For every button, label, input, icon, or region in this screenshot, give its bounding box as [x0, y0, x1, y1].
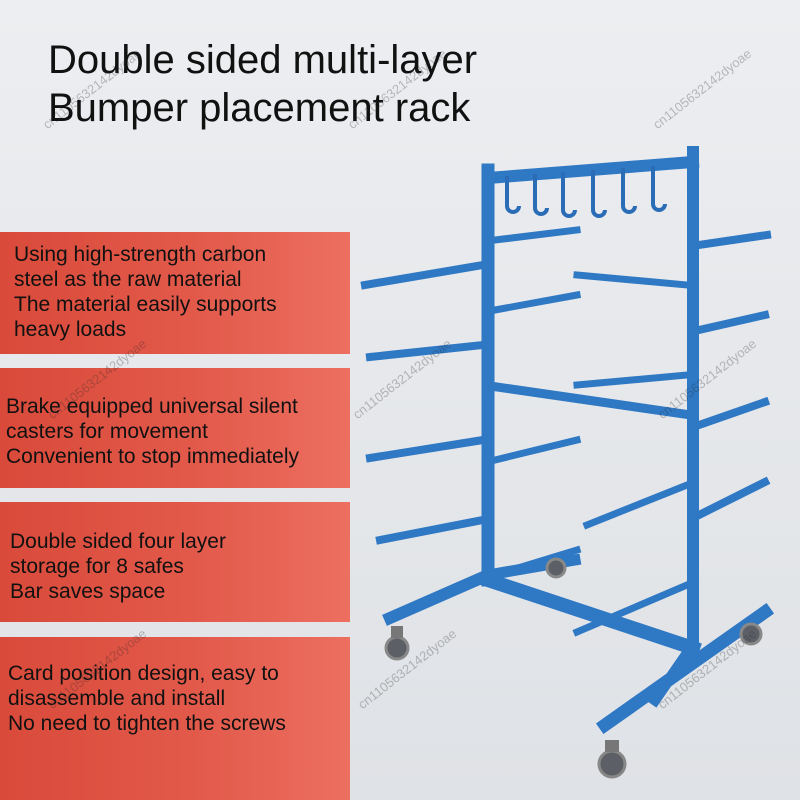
watermark-text: cn1105632142dyoae: [650, 45, 755, 132]
feature-line: steel as the raw material: [14, 268, 242, 291]
feature-line: casters for movement: [6, 420, 208, 443]
feature-panel-storage: Double sided four layer storage for 8 sa…: [0, 502, 350, 622]
feature-panel-assembly: Card position design, easy to disassembl…: [0, 637, 350, 800]
feature-line: storage for 8 safes: [10, 555, 184, 578]
hook-icon: [505, 166, 667, 218]
title-line-1: Double sided multi-layer: [48, 38, 478, 82]
feature-line: heavy loads: [14, 318, 127, 341]
page-title: Double sided multi-layer Bumper placemen…: [48, 36, 477, 132]
feature-panel-casters: Brake equipped universal silent casters …: [0, 368, 350, 488]
feature-line: Convenient to stop immediately: [6, 445, 299, 468]
feature-line: No need to tighten the screws: [8, 712, 286, 735]
caster-wheel-icon: [384, 557, 763, 779]
feature-panel-material: Using high-strength carbon steel as the …: [0, 232, 350, 354]
feature-line: The material easily supports: [14, 293, 277, 316]
feature-line: Bar saves space: [10, 580, 166, 603]
bumper-rack-image: [360, 146, 775, 779]
title-line-2: Bumper placement rack: [48, 86, 471, 130]
feature-line: Brake equipped universal silent: [6, 395, 298, 418]
feature-line: Card position design, easy to: [8, 662, 279, 685]
feature-line: disassemble and install: [8, 687, 226, 710]
feature-line: Double sided four layer: [10, 530, 226, 553]
feature-line: Using high-strength carbon: [14, 243, 267, 266]
